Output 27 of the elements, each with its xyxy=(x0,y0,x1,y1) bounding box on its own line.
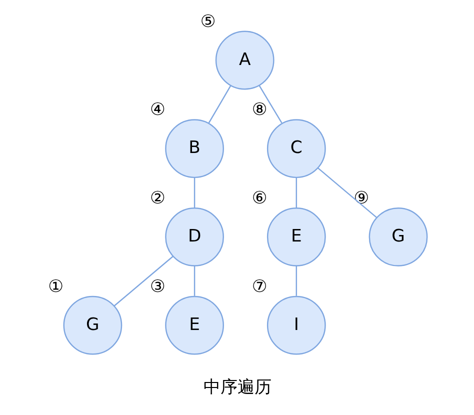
connector xyxy=(193,266,195,296)
node-circle: C xyxy=(266,119,326,178)
connector xyxy=(193,177,195,208)
caption: 中序遍历 xyxy=(203,377,271,398)
node-label: ② xyxy=(150,188,165,208)
node-circle: I xyxy=(266,296,326,355)
connector xyxy=(208,86,231,124)
node-circle: E xyxy=(164,296,224,355)
node-label: ③ xyxy=(150,276,165,297)
connector xyxy=(295,266,297,296)
node-circle: A xyxy=(214,30,274,90)
node-label: ⑨ xyxy=(353,188,369,208)
connector xyxy=(113,256,173,306)
connector xyxy=(295,177,297,208)
node-label: ⑧ xyxy=(251,100,267,120)
node-circle: G xyxy=(368,208,428,266)
node-label: ① xyxy=(48,276,64,297)
node-label: ⑦ xyxy=(251,276,267,297)
connector xyxy=(258,85,282,124)
node-circle: D xyxy=(164,208,224,266)
node-label: ⑤ xyxy=(200,12,216,32)
node-circle: B xyxy=(164,119,224,178)
node-circle: G xyxy=(62,296,122,355)
node-label: ⑥ xyxy=(251,188,267,208)
node-circle: E xyxy=(266,208,326,266)
node-label: ④ xyxy=(150,100,165,120)
connector xyxy=(317,168,377,218)
